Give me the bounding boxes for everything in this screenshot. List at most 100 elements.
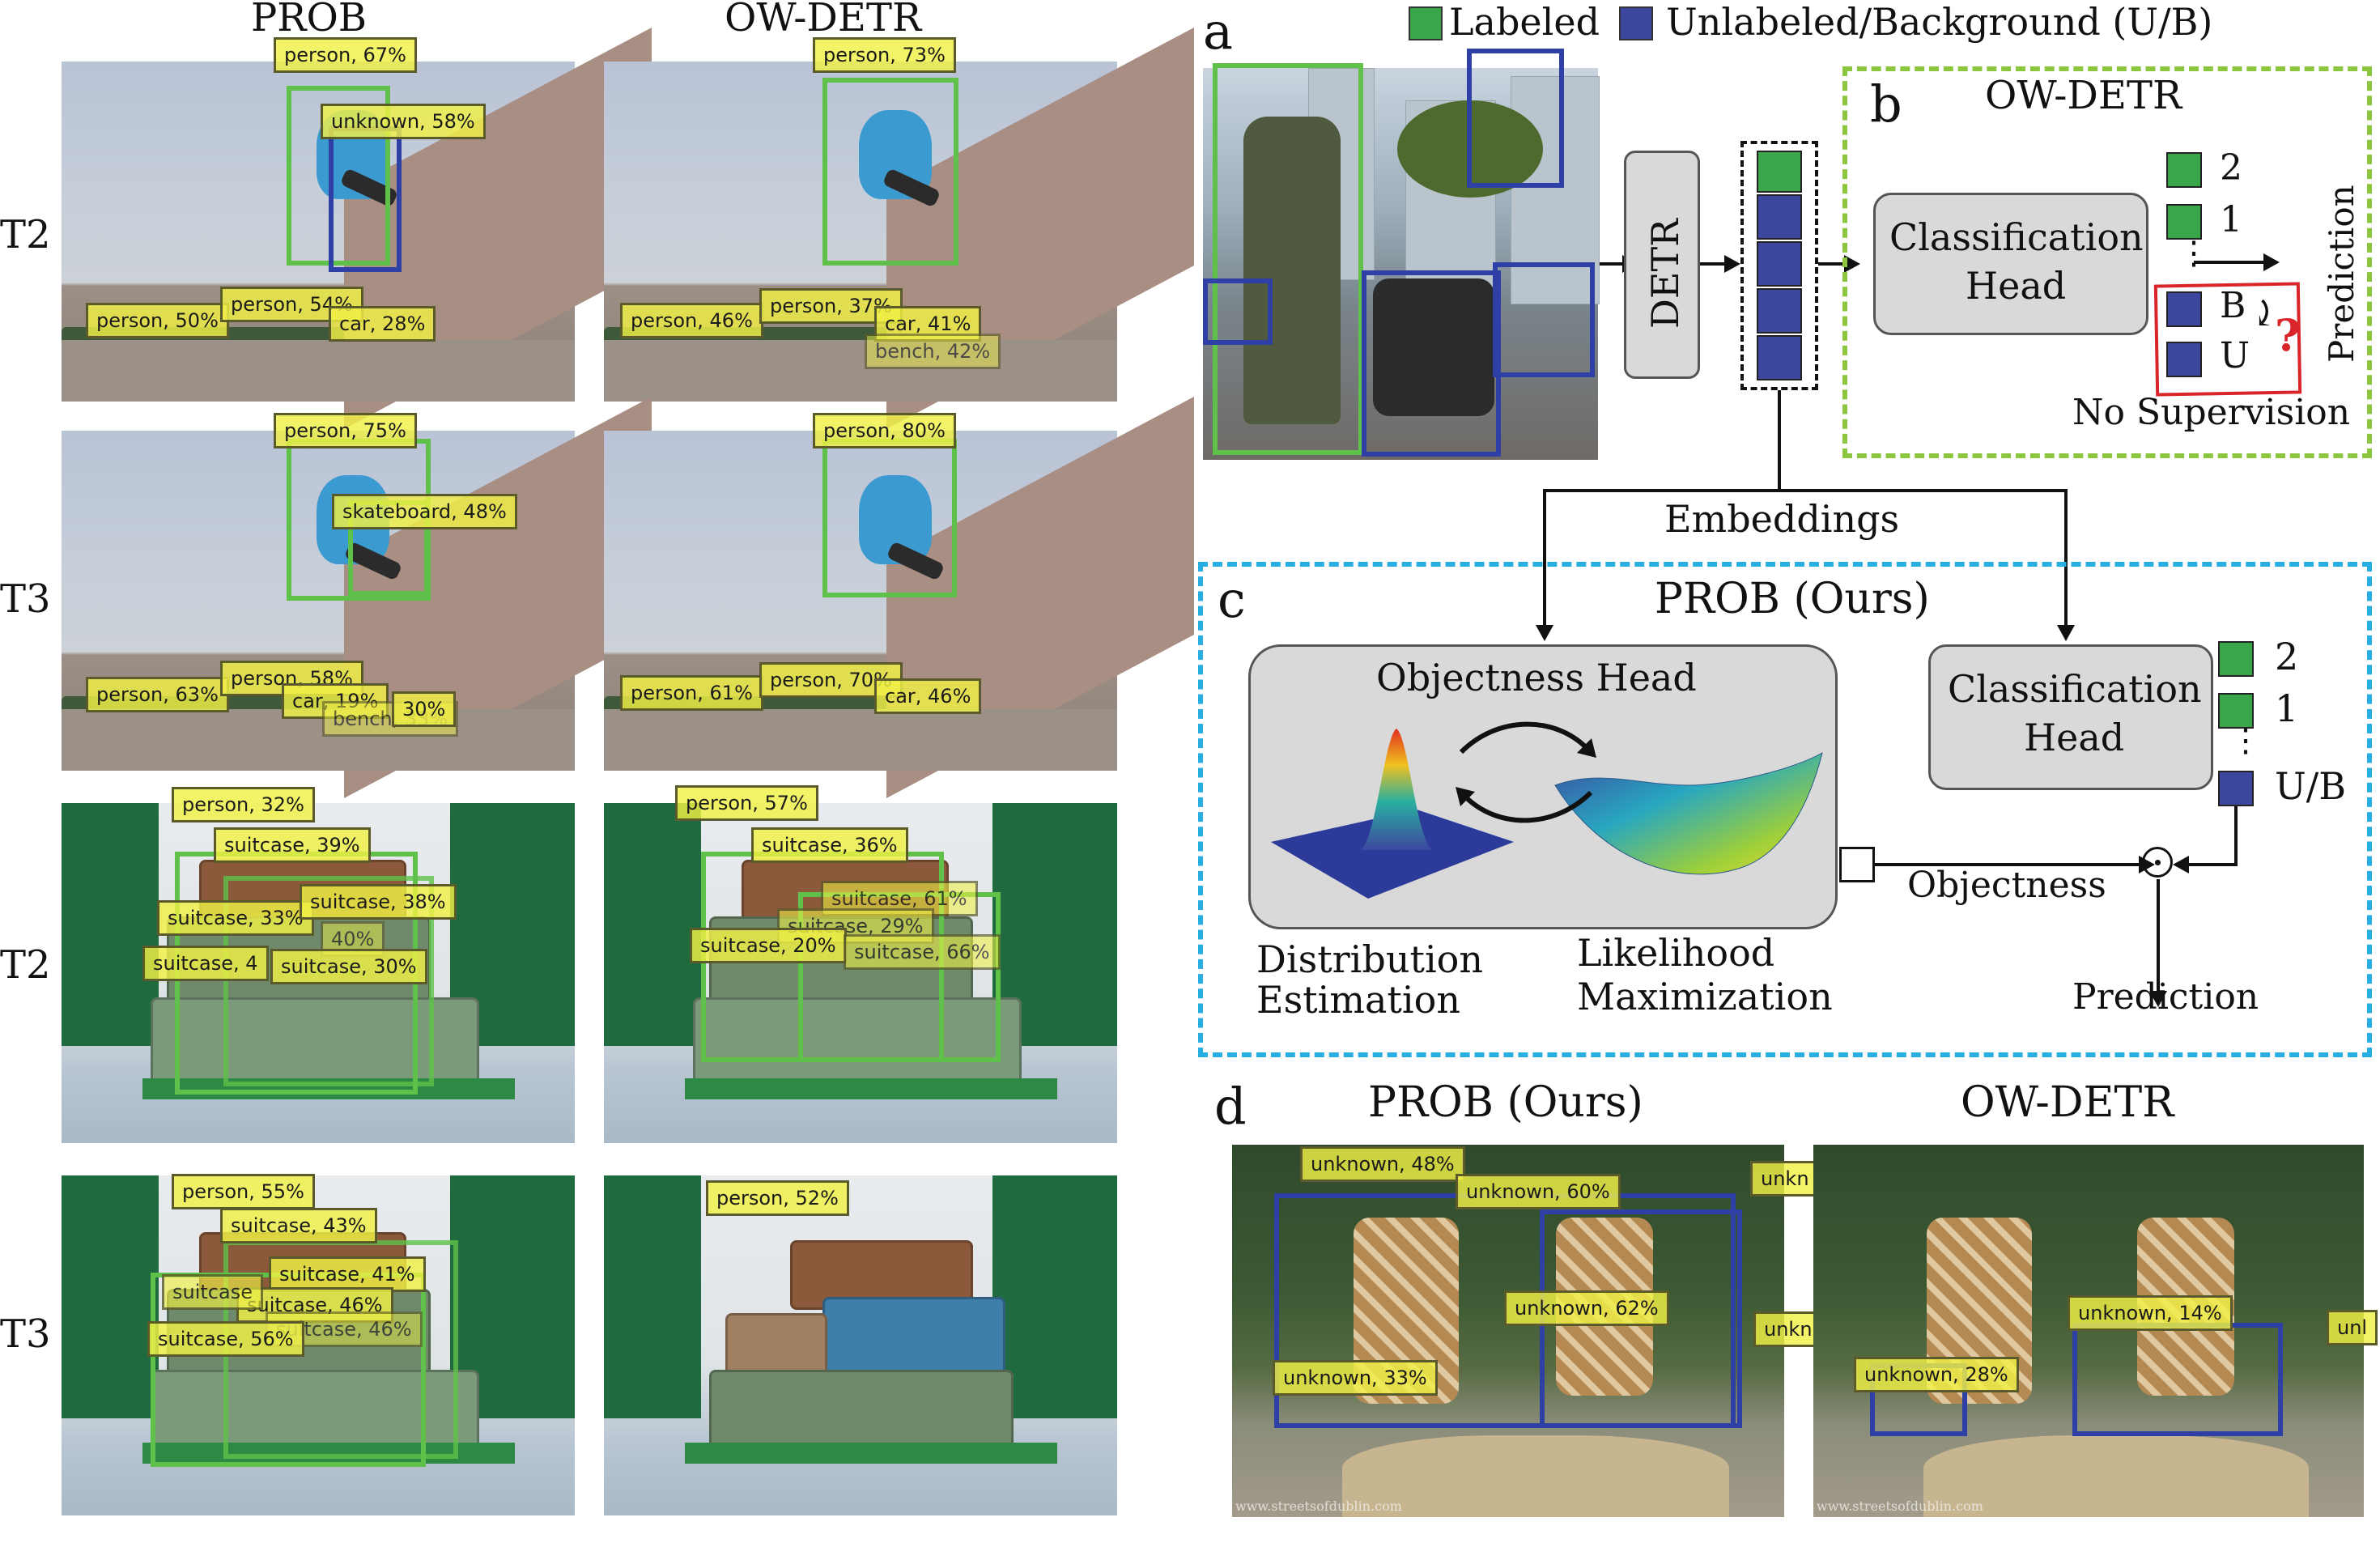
objectness-head-label: Objectness Head (1376, 656, 1697, 699)
dist-line2: Estimation (1256, 978, 1460, 1022)
det-label: suitcase, 30% (270, 949, 427, 984)
det-label: unknown, 48% (1300, 1146, 1465, 1182)
photo-r1-ow: person, 73% person, 46% person, 37% car,… (604, 27, 1195, 429)
panel-d-left-title: PROB (Ours) (1368, 1078, 1643, 1127)
panel-c-title: PROB (Ours) (1655, 575, 1930, 623)
photo-r4-ow: person, 52% (604, 1175, 1117, 1515)
panel-b-out-u: U (2220, 335, 2250, 376)
row-label-3: T2 (0, 942, 51, 988)
objectness-output-square (1839, 847, 1875, 882)
panel-a-photo (1203, 49, 1600, 460)
col-header-prob: PROB (251, 0, 368, 40)
photo-r1-prob: person, 67% unknown, 58% person, 50% per… (62, 27, 652, 429)
panel-b-no-supervision: No Supervision (2072, 392, 2351, 433)
legend-labeled: Labeled (1449, 0, 1600, 44)
panel-c-out-ub: U/B (2275, 764, 2347, 808)
det-label: unl (2327, 1310, 2378, 1345)
photo-r3-ow: person, 57% suitcase, 36% suitcase, 61% … (604, 785, 1117, 1143)
det-label: suitcase, 20% (690, 928, 847, 963)
det-label: person, 46% (620, 303, 763, 338)
panel-a-letter: a (1203, 2, 1233, 61)
panel-b-out-1: 1 (2220, 199, 2242, 240)
det-label: unknown, 33% (1273, 1360, 1438, 1396)
detr-box (1624, 151, 1700, 379)
objectness-label: Objectness (1907, 865, 2106, 906)
det-label: suitcase, 46% (266, 1311, 423, 1347)
panel-b-head-line1: Classification (1889, 215, 2144, 259)
det-label: person, 61% (620, 675, 763, 711)
det-label: suitcase, 36% (751, 827, 908, 863)
photo-r2-ow: person, 80% person, 61% person, 70% car,… (604, 396, 1195, 798)
panel-b-title: OW-DETR (1985, 73, 2182, 118)
panel-b-curved-arrow-icon: ⤸ (2249, 293, 2279, 334)
det-label: suitcase, 33% (157, 900, 314, 936)
panel-d-ow-photo: unknown, 14% unknown, 28% unl www.street… (1813, 1145, 2378, 1517)
panel-d-watermark: www.streetsofdublin.com (1817, 1498, 1983, 1514)
det-label: unknown, 60% (1456, 1174, 1621, 1209)
panel-c-box (1198, 562, 2372, 1057)
det-label: person, 57% (675, 785, 818, 821)
panel-d-right-title: OW-DETR (1961, 1078, 2174, 1127)
det-label: suitcase (162, 1274, 263, 1310)
panel-d-watermark: www.streetsofdublin.com (1235, 1498, 1402, 1514)
legend-unlabeled-swatch (1619, 6, 1653, 40)
panel-c-class-head (1928, 644, 2213, 790)
embeddings-label: Embeddings (1664, 497, 1900, 541)
photo-r2-prob: person, 75% skateboard, 48% person, 63% … (62, 396, 652, 798)
det-label: unknown, 14% (2068, 1295, 2233, 1331)
detr-label: DETR (1643, 219, 1687, 329)
product-operator-icon (2142, 847, 2173, 878)
det-label: unknown, 28% (1854, 1357, 2019, 1392)
embeddings-column (1740, 141, 1818, 390)
det-label: person, 80% (813, 413, 956, 448)
panel-b-box (1842, 66, 2372, 458)
panel-c-head-line2: Head (2024, 716, 2125, 759)
panel-b-out-b: B (2220, 285, 2246, 326)
legend-unlabeled: Unlabeled/Background (U/B) (1666, 0, 2213, 44)
panel-b-out-2: 2 (2220, 147, 2242, 189)
det-label: car, 28% (329, 306, 436, 342)
det-label: suitcase, 66% (844, 934, 1001, 970)
dist-line1: Distribution (1256, 937, 1483, 981)
det-label: suitcase, 4 (142, 946, 269, 981)
likelihood-bowl-plot (1554, 751, 1823, 875)
det-label: person, 50% (86, 303, 229, 338)
panel-c-out-2: 2 (2275, 635, 2299, 678)
lik-line1: Likelihood (1577, 931, 1775, 975)
det-label: unkn (1753, 1311, 1823, 1347)
det-label: suitcase, 39% (214, 827, 371, 863)
det-label: bench, 42% (865, 334, 1001, 369)
row-label-1: T2 (0, 212, 51, 257)
det-label: car, 46% (874, 678, 982, 714)
det-label: person, 67% (274, 37, 417, 73)
lik-line2: Maximization (1577, 975, 1833, 1018)
row-label-4: T3 (0, 1311, 51, 1357)
panel-b-class-head (1873, 193, 2148, 335)
panel-c-prediction: Prediction (2072, 976, 2259, 1018)
panel-d-prob-photo: unknown, 48% unknown, 60% unkn unknown, … (1232, 1145, 1823, 1517)
panel-b-letter: b (1870, 74, 1902, 134)
panel-b-prediction: Prediction (2322, 185, 2361, 363)
det-label: person, 52% (706, 1180, 849, 1216)
det-label: suitcase, 41% (269, 1256, 426, 1292)
panel-c-out-1: 1 (2275, 686, 2299, 730)
panel-b-head-line2: Head (1966, 264, 2067, 308)
det-label: 30% (392, 691, 457, 727)
det-label: suitcase, 56% (147, 1321, 304, 1357)
det-label: unknown, 58% (321, 104, 486, 139)
det-label: suitcase, 38% (300, 884, 457, 920)
det-label: skateboard, 48% (332, 494, 517, 529)
det-label: unkn (1750, 1161, 1820, 1197)
row-label-2: T3 (0, 576, 51, 622)
panel-d-letter: d (1214, 1077, 1247, 1136)
panel-c-head-line1: Classification (1948, 667, 2202, 711)
photo-r3-prob: person, 32% suitcase, 39% suitcase, 33% … (62, 787, 575, 1143)
cycle-arrows-icon (1456, 721, 1596, 823)
det-label: person, 75% (274, 413, 417, 448)
det-label: unknown, 62% (1504, 1290, 1669, 1326)
gaussian-plot (1271, 729, 1514, 899)
det-label: person, 63% (86, 677, 229, 712)
panel-b-question: ? (2275, 309, 2301, 361)
col-header-owdetr: OW-DETR (725, 0, 922, 40)
panel-c-letter: c (1218, 570, 1246, 629)
